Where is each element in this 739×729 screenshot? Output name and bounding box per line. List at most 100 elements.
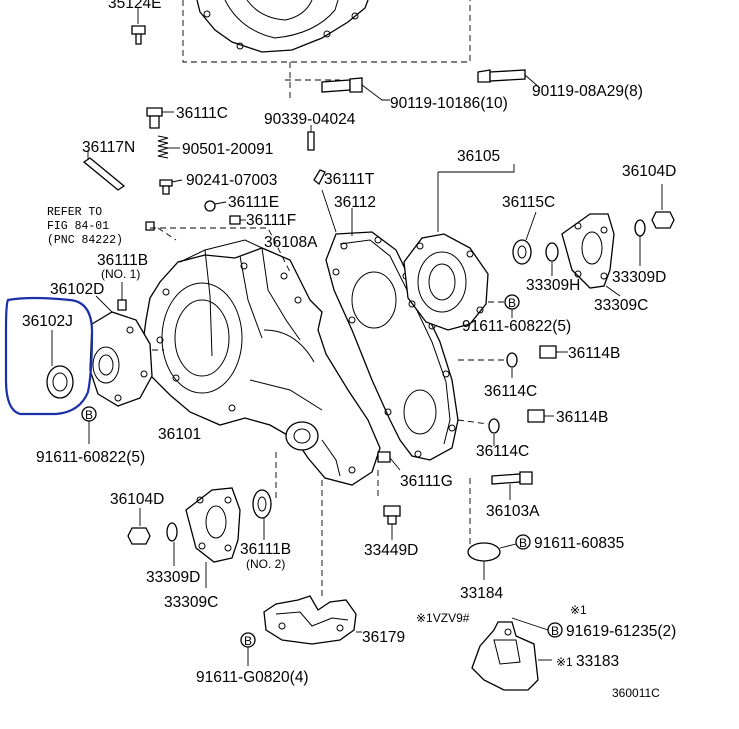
label-36102J: 36102J bbox=[22, 313, 73, 330]
bracket-36179 bbox=[263, 595, 357, 645]
bolt-marker-33183: B bbox=[547, 622, 563, 638]
label-36111T: 36111T bbox=[324, 171, 375, 188]
plug-36111E bbox=[204, 200, 216, 212]
pin-90339-04024 bbox=[307, 131, 315, 151]
bolt-marker-left: B bbox=[81, 406, 97, 422]
label-36111F: 36111F bbox=[246, 212, 296, 229]
label-36114C-a: 36114C bbox=[484, 383, 537, 400]
label-36112: 36112 bbox=[334, 194, 376, 211]
label-36102D: 36102D bbox=[50, 281, 104, 298]
label-90119-10186: 90119-10186(10) bbox=[390, 95, 508, 112]
bolt-marker-33184: B bbox=[515, 534, 531, 550]
svg-text:B: B bbox=[551, 624, 559, 638]
label-91619-61235: 91619-61235(2) bbox=[566, 623, 676, 640]
seal-36111B-2 bbox=[252, 489, 272, 519]
plug-36111F bbox=[229, 215, 241, 225]
figure-code: 360011C bbox=[612, 686, 660, 700]
bolt-33449D bbox=[383, 505, 401, 525]
bolt-marker-36179: B bbox=[240, 632, 256, 648]
refer-note-line3: (PNC 84222) bbox=[47, 234, 123, 247]
washer-33309D-top bbox=[634, 219, 646, 237]
label-36105: 36105 bbox=[457, 148, 500, 165]
note-star1-b: ※1 bbox=[556, 655, 573, 669]
note-star1-a: ※1 bbox=[570, 603, 587, 617]
label-91611-G0820: 91611-G0820(4) bbox=[196, 669, 309, 686]
rod-36117N bbox=[82, 157, 126, 191]
gasket-36114C-a bbox=[506, 352, 518, 368]
spring-90501-20091 bbox=[157, 135, 169, 159]
label-36111G: 36111G bbox=[400, 473, 453, 490]
label-36114B-a: 36114B bbox=[568, 345, 620, 362]
label-33449D: 33449D bbox=[364, 542, 418, 559]
svg-text:B: B bbox=[244, 634, 252, 648]
svg-text:B: B bbox=[519, 536, 527, 550]
label-36111B-top: 36111B bbox=[97, 252, 148, 269]
flange-36104D-top bbox=[561, 213, 615, 289]
label-36108A: 36108A bbox=[264, 234, 318, 251]
label-36111B-top-sub: (NO. 1) bbox=[101, 267, 140, 281]
label-90241-07003: 90241-07003 bbox=[186, 172, 277, 189]
ball-90241-07003 bbox=[159, 179, 173, 195]
bolt-36103A bbox=[491, 471, 533, 485]
bearing-36115C bbox=[512, 239, 532, 265]
bolt-marker-right: B bbox=[504, 294, 520, 310]
adapter-housing-top bbox=[196, 0, 369, 53]
label-90339-04024: 90339-04024 bbox=[264, 111, 356, 128]
label-36103A: 36103A bbox=[486, 503, 540, 520]
highlight-circle bbox=[4, 296, 94, 416]
plug-36114B-b bbox=[527, 409, 545, 423]
plug-36111B-1 bbox=[117, 299, 127, 311]
label-36179: 36179 bbox=[362, 629, 405, 646]
oil-seal-36102J bbox=[46, 365, 74, 399]
label-33309C-top: 33309C bbox=[594, 297, 648, 314]
plug-36111C bbox=[146, 107, 163, 129]
mount-33183 bbox=[471, 621, 539, 691]
label-36111B-bottom: 36111B bbox=[240, 541, 291, 558]
label-91611-60822-left: 91611-60822(5) bbox=[36, 449, 145, 466]
spacer-33184 bbox=[467, 542, 501, 562]
label-36101: 36101 bbox=[158, 426, 201, 443]
label-36115C: 36115C bbox=[502, 194, 555, 211]
transfer-case-36101 bbox=[141, 239, 381, 486]
label-36104D-top: 36104D bbox=[622, 163, 676, 180]
label-36114C-b: 36114C bbox=[476, 443, 529, 460]
label-91611-60822-right: 91611-60822(5) bbox=[462, 318, 571, 335]
rear-housing-36105 bbox=[403, 233, 489, 331]
note-1vzv9: ※1VZV9# bbox=[416, 611, 470, 625]
refer-note-line2: FIG 84-01 bbox=[47, 220, 109, 233]
washer-33309D-bottom bbox=[166, 522, 178, 542]
bolt-90119-10186 bbox=[321, 77, 363, 93]
pin-36111T bbox=[313, 169, 326, 186]
label-90119-08A29: 90119-08A29(8) bbox=[532, 83, 643, 100]
rear-cover-36102D bbox=[89, 311, 153, 407]
nut-36104D-bottom bbox=[127, 527, 151, 545]
label-33309D-bottom: 33309D bbox=[146, 569, 200, 586]
label-91611-60835: 91611-60835 bbox=[534, 535, 624, 552]
label-33309C-bottom: 33309C bbox=[164, 594, 218, 611]
label-36117N: 36117N bbox=[82, 139, 135, 156]
label-36114B-b: 36114B bbox=[556, 409, 608, 426]
svg-text:B: B bbox=[508, 296, 516, 310]
label-36104D-bottom: 36104D bbox=[110, 491, 164, 508]
label-33309H: 33309H bbox=[526, 277, 580, 294]
label-36111B-bottom-sub: (NO. 2) bbox=[246, 557, 285, 571]
gasket-36114C-b bbox=[488, 418, 500, 434]
label-33183: 33183 bbox=[576, 653, 619, 670]
label-33309D-top: 33309D bbox=[612, 269, 666, 286]
bolt-35124E bbox=[131, 25, 146, 45]
label-33184: 33184 bbox=[460, 585, 503, 602]
plug-36111G bbox=[377, 451, 391, 463]
svg-text:B: B bbox=[85, 408, 93, 422]
nut-36104D-top bbox=[651, 211, 675, 229]
washer-33309H bbox=[545, 242, 559, 262]
refer-item bbox=[145, 221, 155, 231]
plug-36114B-a bbox=[539, 345, 557, 359]
bolt-90119-08A29 bbox=[477, 69, 526, 83]
outline-dashed bbox=[182, 0, 471, 63]
label-90501-20091: 90501-20091 bbox=[182, 141, 273, 158]
refer-note-line1: REFER TO bbox=[47, 206, 102, 219]
flange-33309C-bottom bbox=[185, 487, 241, 563]
label-36111E: 36111E bbox=[228, 194, 279, 211]
